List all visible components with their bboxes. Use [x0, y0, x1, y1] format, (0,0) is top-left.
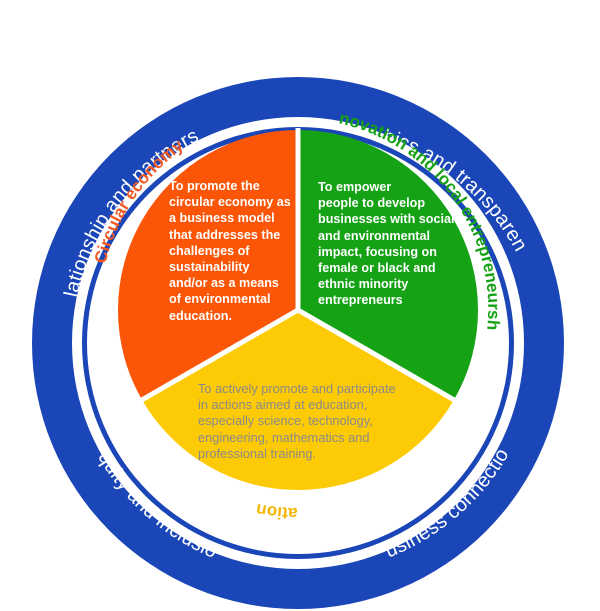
divider-left: [138, 307, 300, 404]
segment-circular-economy: [117, 130, 298, 400]
desc-innovation: To empower people to develop businesses …: [318, 180, 455, 308]
desc-education: To actively promote and participate in a…: [198, 381, 396, 461]
desc-circular-economy: To promote the circular economy as a bus…: [169, 179, 291, 323]
segment-innovation: [298, 130, 479, 400]
divider-right: [296, 307, 458, 404]
